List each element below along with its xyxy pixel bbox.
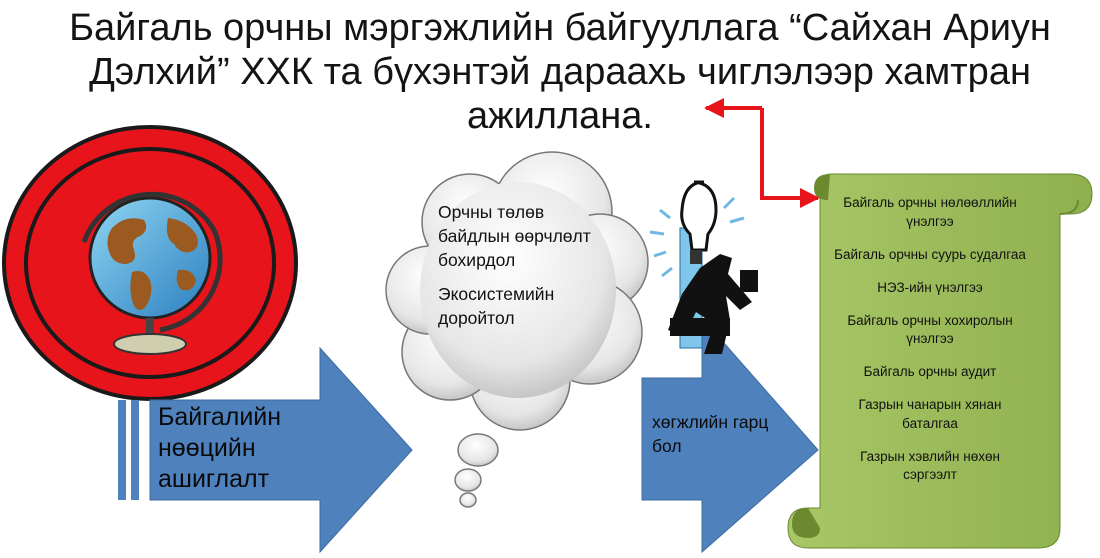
scroll-item: Байгаль орчны хохиролын үнэлгээ [847, 312, 1013, 347]
red-connector-arrow [704, 98, 820, 208]
left-arrow-label: Байгалийн нөөцийн ашиглалт [158, 403, 282, 493]
scroll-item: Газрын хэвлийн нөхөн сэргээлт [860, 448, 1000, 483]
scroll-item: Байгаль орчны аудит [863, 364, 997, 379]
lightbulb-businessman-icon [649, 180, 758, 354]
cloud-item: Орчны төлөв байдлын өөрчлөлт бохирдол [438, 202, 591, 270]
scroll-list: Байгаль орчны нөлөөллийн үнэлгээ Байгаль… [832, 194, 1028, 499]
left-arrow-shape [118, 346, 413, 554]
scroll-item: НЭЗ-ийн үнэлгээ [877, 279, 983, 295]
page-title: Байгаль орчны мэргэжлийн байгууллага “Са… [69, 7, 1051, 137]
scroll-item: Байгаль орчны суурь судалгаа [834, 246, 1026, 262]
middle-arrow-shape [641, 316, 819, 554]
scroll-item: Байгаль орчны нөлөөллийн үнэлгээ [843, 195, 1017, 229]
scroll-item: Газрын чанарын хянан баталгаа [858, 397, 1002, 431]
cloud-item: Экосистемийн доройтол [438, 284, 555, 328]
cloud-text: Орчны төлөв байдлын өөрчлөлт бохирдол Эк… [438, 200, 598, 340]
scroll-banner [787, 173, 1093, 549]
thought-cloud [385, 151, 649, 508]
globe-icon [2, 125, 298, 401]
middle-arrow-label: хөгжлийн гарц бол [652, 412, 769, 456]
